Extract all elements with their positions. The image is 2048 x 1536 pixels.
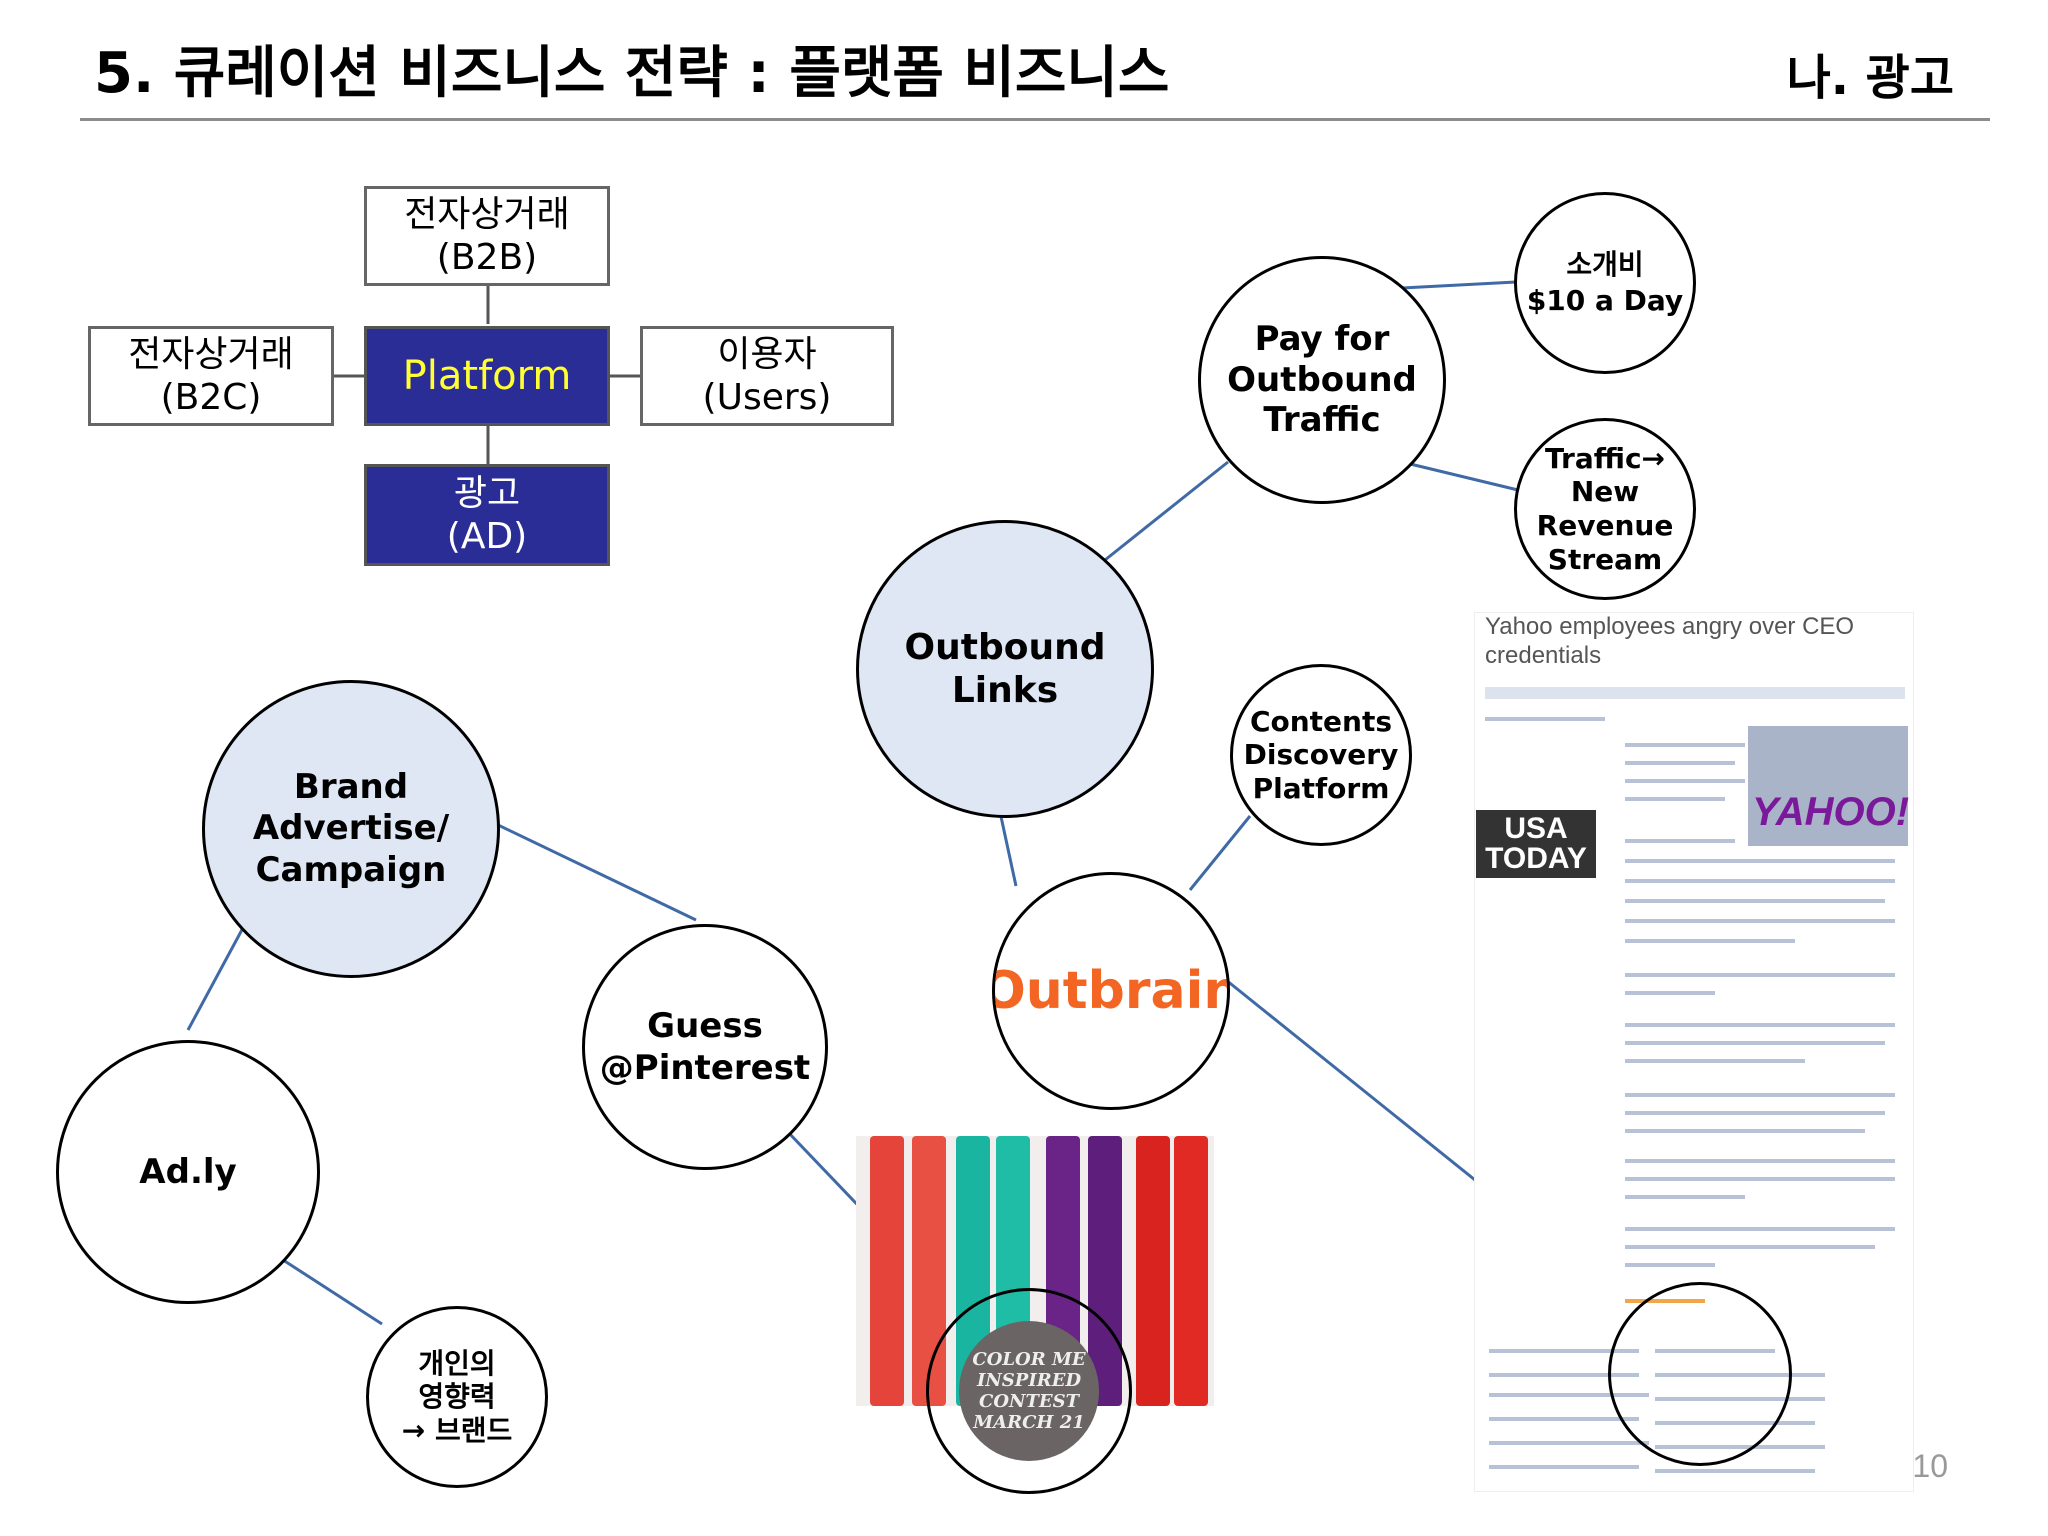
connector-brand-guess <box>495 822 697 922</box>
connector-outbrain-contents <box>1188 815 1252 891</box>
node-contents-discovery: Contents Discovery Platform <box>1230 664 1412 846</box>
outbrain-logo: Outbrain <box>992 961 1230 1021</box>
node-article-highlight <box>1608 1282 1792 1466</box>
jeans-photo <box>856 1136 1214 1406</box>
page-number: 10 <box>1912 1448 1948 1484</box>
box-ecommerce-b2c: 전자상거래 (B2C) <box>88 326 334 426</box>
yahoo-building-photo <box>1748 726 1908 846</box>
connector-brand-adly <box>186 925 246 1031</box>
node-adly: Ad.ly <box>56 1040 320 1304</box>
connector-outbound-pay <box>1104 460 1229 562</box>
slide-title: 5. 큐레이션 비즈니스 전략 : 플랫폼 비즈니스 <box>94 41 1170 106</box>
node-brand-campaign: Brand Advertise/ Campaign <box>202 680 500 978</box>
yahoo-logo-word: YAHOO! <box>1752 790 1910 834</box>
node-personal-influence: 개인의 영향력 → 브랜드 <box>366 1306 548 1488</box>
node-contest-seal: COLOR ME INSPIRED CONTEST MARCH 21 <box>926 1288 1132 1494</box>
connector-outbound-outbrain <box>998 811 1018 887</box>
news-article-image: Yahoo employees angry over CEO credentia… <box>1474 612 1914 1492</box>
connector-adly-personal <box>279 1256 383 1326</box>
node-outbound-links: Outbound Links <box>856 520 1154 818</box>
box-platform: Platform <box>364 326 610 426</box>
article-headline: Yahoo employees angry over CEO credentia… <box>1485 613 1855 669</box>
node-guess-pinterest: Guess @Pinterest <box>582 924 828 1170</box>
node-outbrain: Outbrain <box>992 872 1230 1110</box>
box-advertising: 광고 (AD) <box>364 464 610 566</box>
node-referral-fee: 소개비 $10 a Day <box>1514 192 1696 374</box>
usa-today-logo: USA TODAY <box>1476 810 1596 878</box>
node-pay-for-outbound-traffic: Pay for Outbound Traffic <box>1198 256 1446 504</box>
connector-pay-sogaebi <box>1401 280 1517 290</box>
box-ecommerce-b2b: 전자상거래 (B2B) <box>364 186 610 286</box>
node-traffic-revenue: Traffic→ New Revenue Stream <box>1514 418 1696 600</box>
section-label: 나. 광고 <box>1786 50 1954 106</box>
contest-seal-badge: COLOR ME INSPIRED CONTEST MARCH 21 <box>959 1321 1099 1461</box>
connector-pay-traffic <box>1401 460 1519 492</box>
box-users: 이용자 (Users) <box>640 326 894 426</box>
header-divider <box>80 118 1990 121</box>
